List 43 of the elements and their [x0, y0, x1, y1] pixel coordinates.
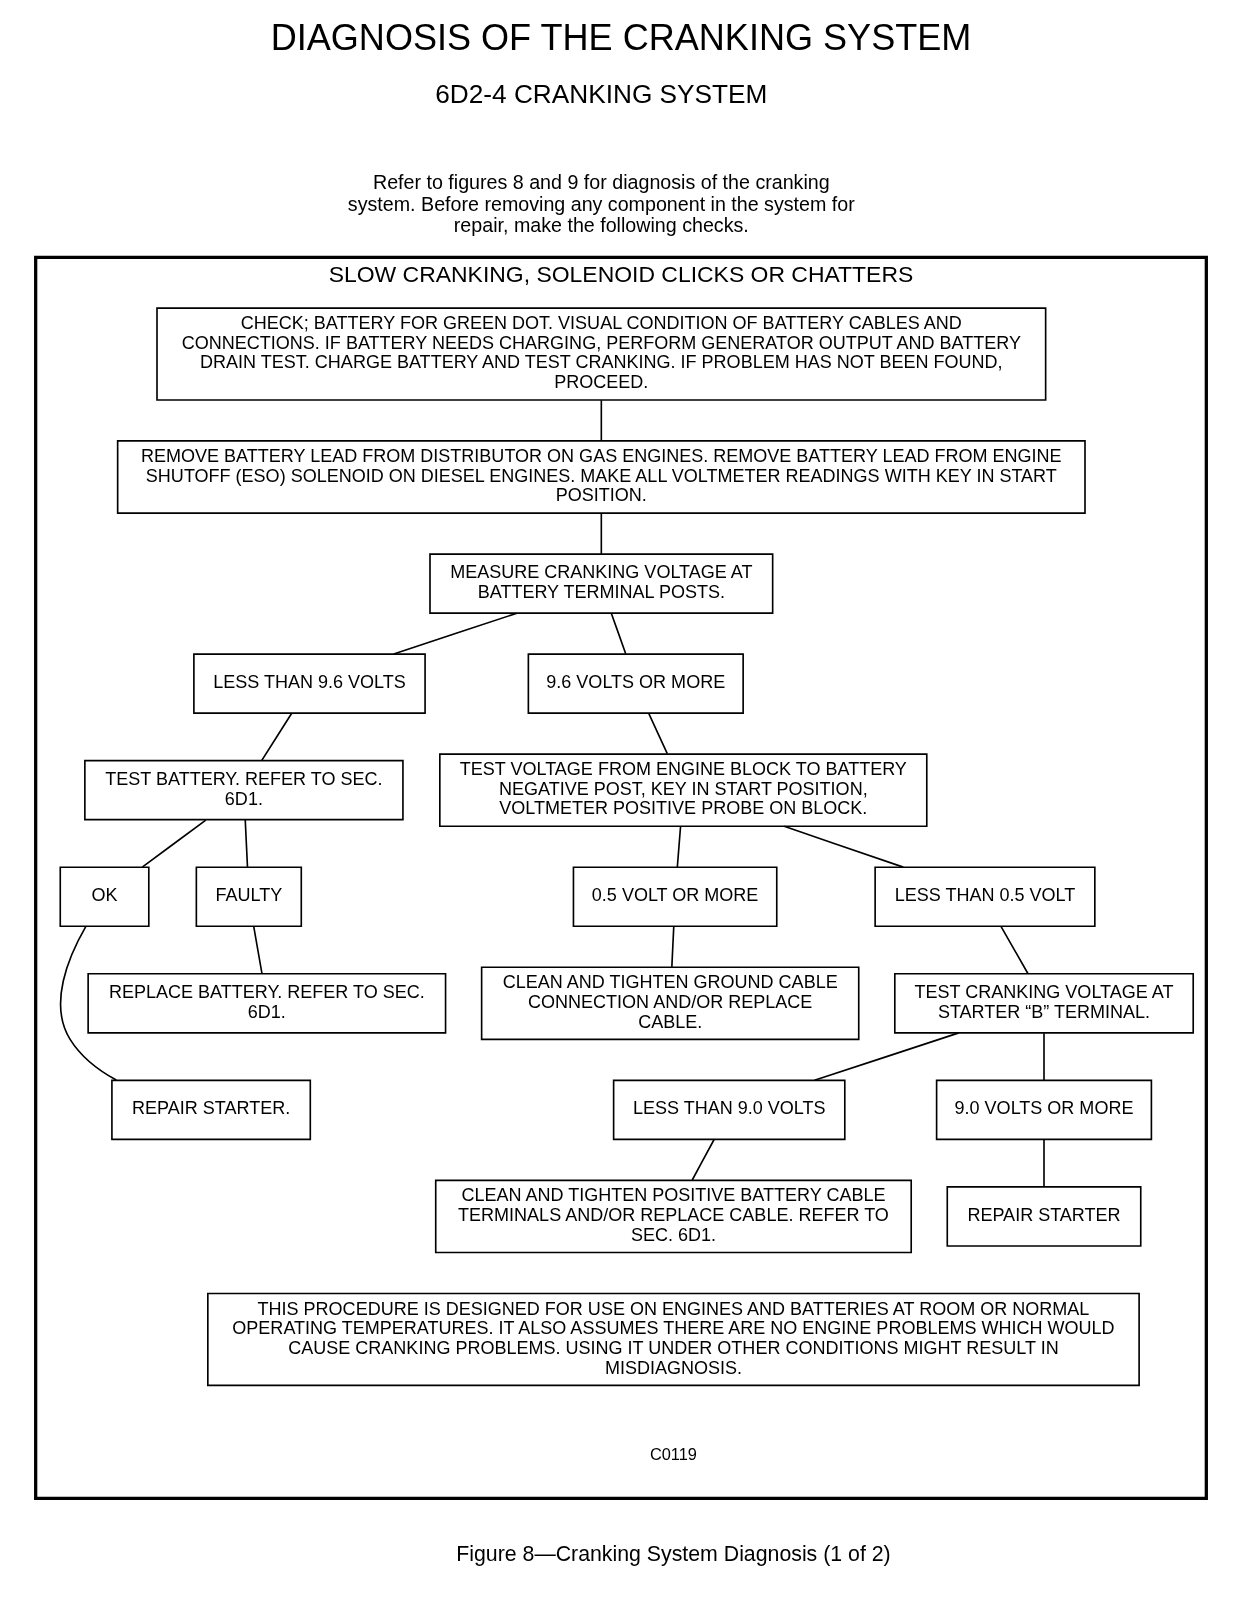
node-box: TEST VOLTAGE FROM ENGINE BLOCK TO BATTERY NEGATIVE POST, KEY IN START POSITION, VOLTMETER POSITIVE PROBE ON BLOCK. [439, 753, 928, 828]
connector [244, 819, 249, 868]
connector [392, 612, 518, 655]
node-box: MEASURE CRANKING VOLTAGE AT BATTERY TERMINAL POSTS. [429, 553, 774, 614]
node-box: LESS THAN 9.0 VOLTS [612, 1079, 846, 1141]
connector [691, 1138, 715, 1181]
connector [813, 1032, 960, 1082]
connector [647, 712, 669, 755]
node-box: FAULTY [195, 866, 303, 928]
node-box: 0.5 VOLT OR MORE [572, 866, 778, 928]
node-box: 9.6 VOLTS OR MORE [527, 653, 744, 714]
node-box: OK [59, 866, 150, 928]
connector [141, 819, 207, 868]
connector [783, 825, 905, 868]
node-box: LESS THAN 0.5 VOLT [874, 866, 1096, 928]
node-box: 9.0 VOLTS OR MORE [935, 1079, 1153, 1141]
node-box: TEST BATTERY. REFER TO SEC. 6D1. [84, 759, 404, 821]
connector [671, 925, 675, 968]
label: 6D2-4 CRANKING SYSTEM [435, 78, 768, 109]
node-box: REPLACE BATTERY. REFER TO SEC. 6D1. [87, 972, 447, 1034]
node-box: TEST CRANKING VOLTAGE AT STARTER “B” TERMINAL. [894, 972, 1195, 1034]
caption: Figure 8—Cranking System Diagnosis (1 of 2) [456, 1542, 891, 1567]
node-box: CHECK; BATTERY FOR GREEN DOT. VISUAL CONDITION OF BATTERY CABLES AND CONNECTIONS. IF BATTERY NEEDS CHARGING, PERFORM GENERATOR OUTPUT AND BATTERY DRAIN TEST. CHARGE BATTERY AND TEST CRANKING. IF PROBLEM HAS NOT BEEN FOUND, PROCEED. [156, 307, 1047, 401]
connector [676, 825, 682, 868]
diagram-title: DIAGNOSIS OF THE CRANKING SYSTEM [270, 17, 972, 59]
connector [261, 712, 293, 762]
node-box: CLEAN AND TIGHTEN POSITIVE BATTERY CABLE TERMINALS AND/OR REPLACE CABLE. REFER TO SEC. 6D1. [434, 1179, 913, 1254]
connector [59, 925, 118, 1081]
connector [610, 612, 627, 655]
connector [1043, 1032, 1045, 1081]
node-box: REMOVE BATTERY LEAD FROM DISTRIBUTOR ON GAS ENGINES. REMOVE BATTERY LEAD FROM ENGINE SHUTOFF (ESO) SOLENOID ON DIESEL ENGINES. MAKE ALL VOLTMETER READINGS WITH KEY IN START POSITION. [116, 440, 1086, 514]
node-box: CLEAN AND TIGHTEN GROUND CABLE CONNECTION AND/OR REPLACE CABLE. [480, 966, 860, 1041]
node-box: THIS PROCEDURE IS DESIGNED FOR USE ON ENGINES AND BATTERIES AT ROOM OR NORMAL OPERATING TEMPERATURES. IT ALSO ASSUMES THERE ARE NO ENGINE PROBLEMS WHICH WOULD CAUSE CRANKING PROBLEMS. USING IT UNDER OTHER CONDITIONS MIGHT RESULT IN MISDIAGNOSIS. [207, 1292, 1140, 1387]
node-box: REPAIR STARTER [946, 1186, 1142, 1247]
label: C0119 [649, 1444, 697, 1463]
connector [1043, 1138, 1045, 1188]
connector [1000, 925, 1029, 975]
node-box: LESS THAN 9.6 VOLTS [193, 653, 426, 714]
connector [600, 399, 603, 442]
node-box: REPAIR STARTER. [111, 1079, 312, 1141]
connector [600, 512, 603, 555]
label: Refer to figures 8 and 9 for diagnosis of the cranking system. Before removing any component in the system for repair, make the following checks. [347, 171, 855, 237]
connector [252, 925, 263, 975]
